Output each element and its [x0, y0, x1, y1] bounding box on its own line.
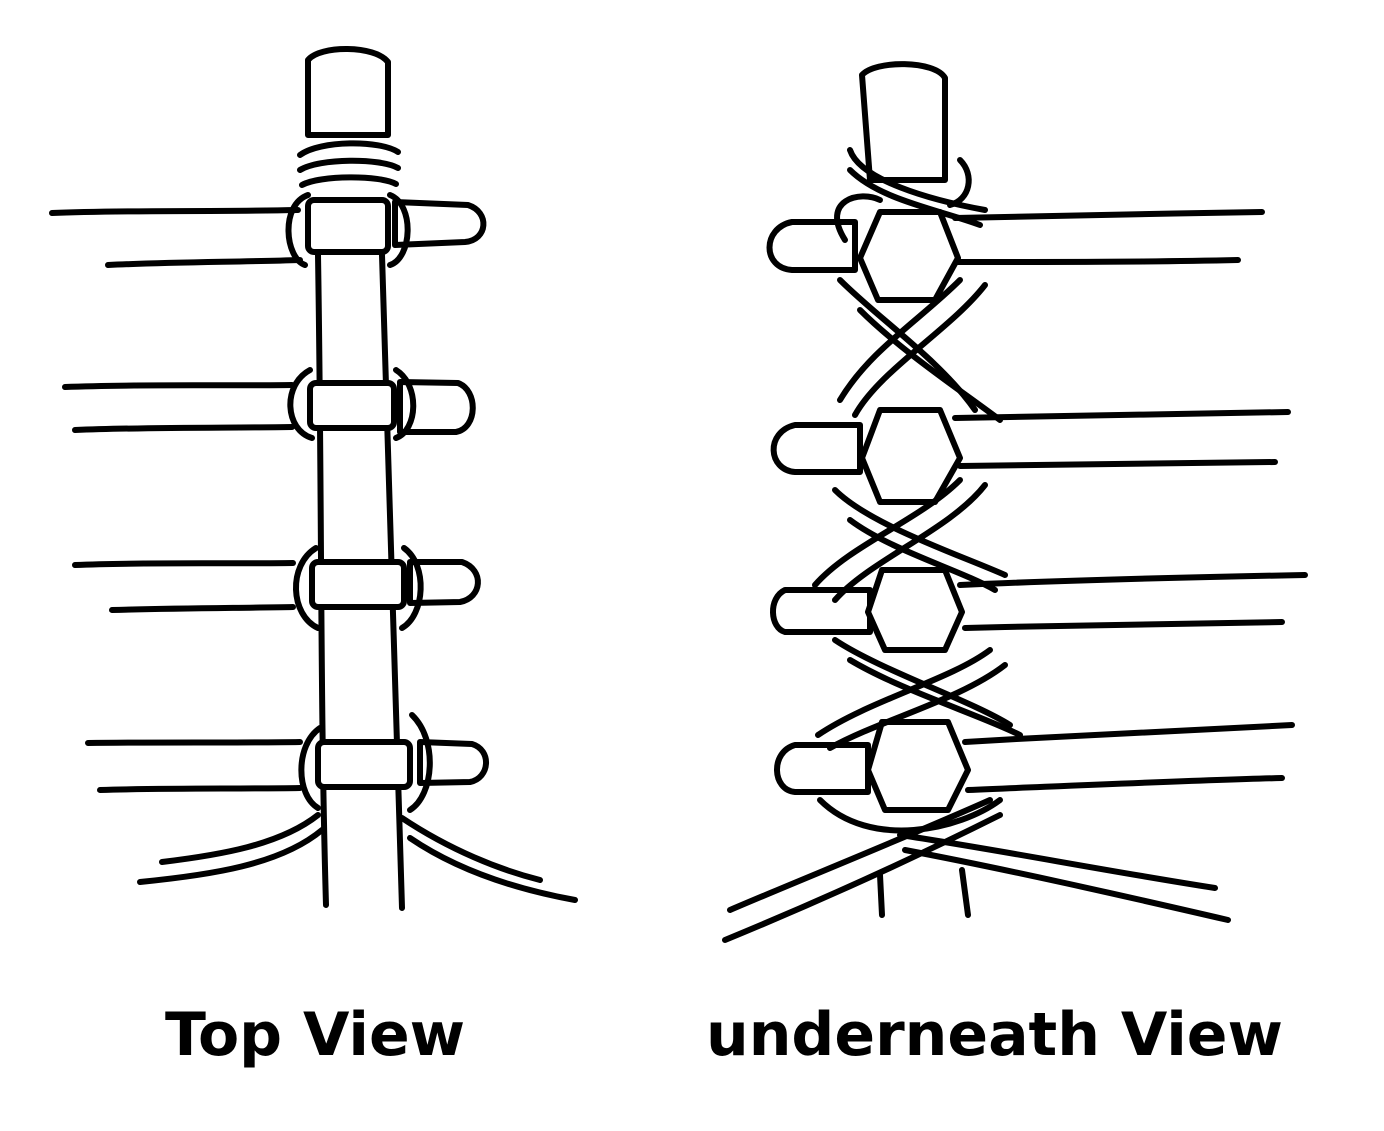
underneath-view-illustration	[722, 61, 1308, 943]
crossbars-top-view	[49, 199, 489, 793]
top-view-caption: Top View	[165, 1000, 466, 1070]
top-view-illustration	[49, 46, 578, 911]
rope-ends-top-view	[137, 812, 578, 903]
lashings-top-view	[285, 192, 433, 813]
underneath-view-caption: underneath View	[706, 1000, 1283, 1070]
joints-underneath-view	[857, 209, 971, 813]
pole-underneath-view	[859, 61, 971, 918]
rope-ends-underneath-view	[722, 797, 1231, 943]
